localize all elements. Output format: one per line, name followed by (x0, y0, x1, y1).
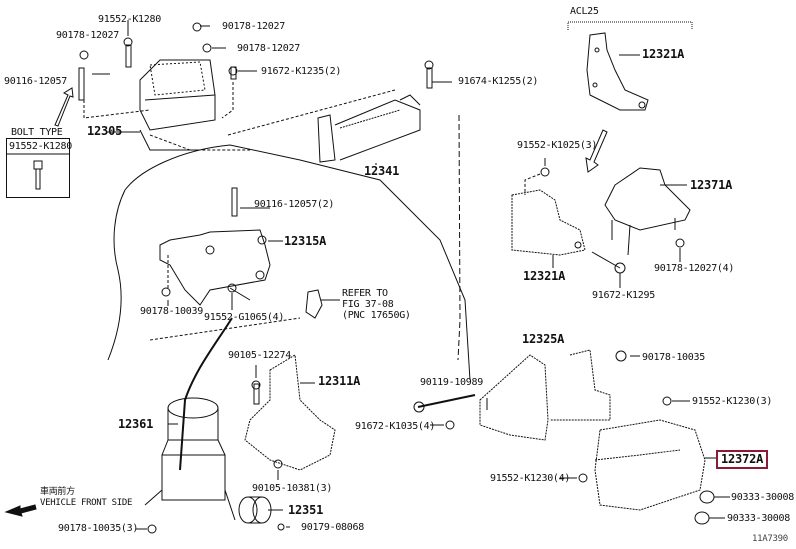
part-label-12372A-highlighted[interactable]: 12372A (716, 450, 769, 469)
part-label-12315A[interactable]: 12315A (284, 234, 327, 248)
stud-90116-12057 (78, 67, 85, 101)
fastener-label[interactable]: 91552-K1280 (98, 14, 161, 25)
front-arrow-icon (4, 504, 37, 517)
nut-90178-12027-a (79, 50, 89, 60)
mount-12372A-shape (594, 419, 706, 511)
hose-shape (179, 317, 233, 471)
nut-90178-10035-3 (147, 524, 157, 534)
fastener-label[interactable]: 90178-12027 (56, 30, 119, 41)
fastener-label[interactable]: 91552-K1230(4) (490, 473, 571, 484)
sensor-shape (305, 289, 323, 319)
bolt-90119-10989 (417, 394, 476, 408)
leader-lines (92, 20, 730, 530)
fastener-label[interactable]: 90116-12057(2) (254, 199, 335, 210)
bolt-90105-10381 (273, 459, 283, 469)
mount-12361-shape (144, 397, 236, 521)
washer-90179-08068 (277, 523, 285, 531)
front-note-en: VEHICLE FRONT SIDE (40, 498, 133, 508)
nut-90178-10039 (161, 287, 171, 297)
part-label-12321A-lower[interactable]: 12321A (523, 269, 566, 283)
bracket-12311A-shape (244, 354, 336, 471)
fastener-label[interactable]: 90178-12027 (237, 43, 300, 54)
bushing-12351-shape (238, 496, 272, 524)
bolt-91552-k1280 (125, 44, 132, 68)
front-note-jp: 車両前方 (40, 487, 75, 497)
fastener-label[interactable]: 90333-30008 (727, 513, 790, 524)
nut-90178-12027-b (192, 22, 202, 32)
nut-90178-12027-c (202, 43, 212, 53)
oring-90333-30008-b (694, 511, 710, 525)
bracket-12341-shape (227, 89, 421, 163)
fastener-label[interactable]: 91552-K1025(3) (517, 140, 598, 151)
fastener-label[interactable]: 91552-G1065(4) (204, 312, 285, 323)
fastener-label[interactable]: 91672-K1235(2) (261, 66, 342, 77)
arrow-down-icon (585, 129, 608, 173)
diagram-code: 11A7390 (752, 534, 788, 544)
bolt-type-box (6, 138, 70, 198)
fastener-label[interactable]: 91552-K1230(3) (692, 396, 773, 407)
bolt-91674-k1255 (426, 67, 433, 89)
fastener-label[interactable]: 91672-K1035(4) (355, 421, 436, 432)
variant-label: ACL25 (570, 6, 599, 17)
bolt-91552-k1230-3 (662, 396, 672, 406)
bracket-12321A-lower-shape (511, 189, 586, 256)
fastener-label[interactable]: 90119-10989 (420, 377, 483, 388)
refer-note-line2[interactable]: FIG 37-08 (342, 299, 394, 310)
nut-90178-10035 (615, 350, 627, 362)
part-label-12325A[interactable]: 12325A (522, 332, 565, 346)
part-label-12341[interactable]: 12341 (364, 164, 400, 178)
part-label-12311A[interactable]: 12311A (318, 374, 361, 388)
mount-12305-shape (139, 59, 216, 151)
bolt-type-title: BOLT TYPE (11, 127, 63, 138)
fastener-label[interactable]: 90178-10039 (140, 306, 203, 317)
part-label-12361[interactable]: 12361 (118, 417, 154, 431)
bolt-type-icon (7, 153, 69, 190)
bolt-91672-k1235 (230, 66, 237, 80)
fastener-label[interactable]: 90105-10381(3) (252, 483, 333, 494)
bracket-bracket-acl25 (567, 21, 693, 30)
nut-90178-12027-4 (675, 238, 685, 248)
stud-90116-12057-2 (231, 187, 238, 217)
bolt-91552-k1025 (540, 167, 550, 177)
fastener-label[interactable]: 90178-12027 (222, 21, 285, 32)
fastener-label[interactable]: 90178-10035 (642, 352, 705, 363)
part-label-12321A-top[interactable]: 12321A (642, 47, 685, 61)
part-label-12371A[interactable]: 12371A (690, 178, 733, 192)
fastener-label[interactable]: 90178-12027(4) (654, 263, 735, 274)
bracket-12321A-top-shape (586, 32, 649, 111)
fastener-label[interactable]: 90116-12057 (4, 76, 67, 87)
refer-note-line1: REFER TO (342, 288, 388, 299)
bolt-90105-12274 (253, 383, 260, 405)
arrow-icon (54, 87, 74, 127)
oring-90333-30008-a (699, 490, 715, 504)
fastener-label[interactable]: 90333-30008 (731, 492, 794, 503)
mount-12371A-shape (604, 167, 691, 256)
bolt-91552-k1230-4 (578, 473, 588, 483)
fastener-label[interactable]: 90179-08068 (301, 522, 364, 533)
fastener-label[interactable]: 90105-12274 (228, 350, 291, 361)
refer-note-line3: (PNC 17650G) (342, 310, 411, 321)
bolt-type-part[interactable]: 91552-K1280 (9, 141, 72, 152)
bracket-12315A-shape (159, 229, 271, 306)
bracket-12325A-shape (479, 349, 611, 441)
engine-outline-left (107, 189, 126, 361)
fastener-label[interactable]: 91672-K1295 (592, 290, 655, 301)
bolt-91672-k1035 (445, 420, 455, 430)
bolt-91552-g1065 (229, 287, 251, 301)
fastener-label[interactable]: 90178-10035(3) (58, 523, 139, 534)
part-label-12305[interactable]: 12305 (87, 124, 123, 138)
fastener-label[interactable]: 91674-K1255(2) (458, 76, 539, 87)
engine-outline (124, 144, 471, 381)
part-label-12351[interactable]: 12351 (288, 503, 324, 517)
